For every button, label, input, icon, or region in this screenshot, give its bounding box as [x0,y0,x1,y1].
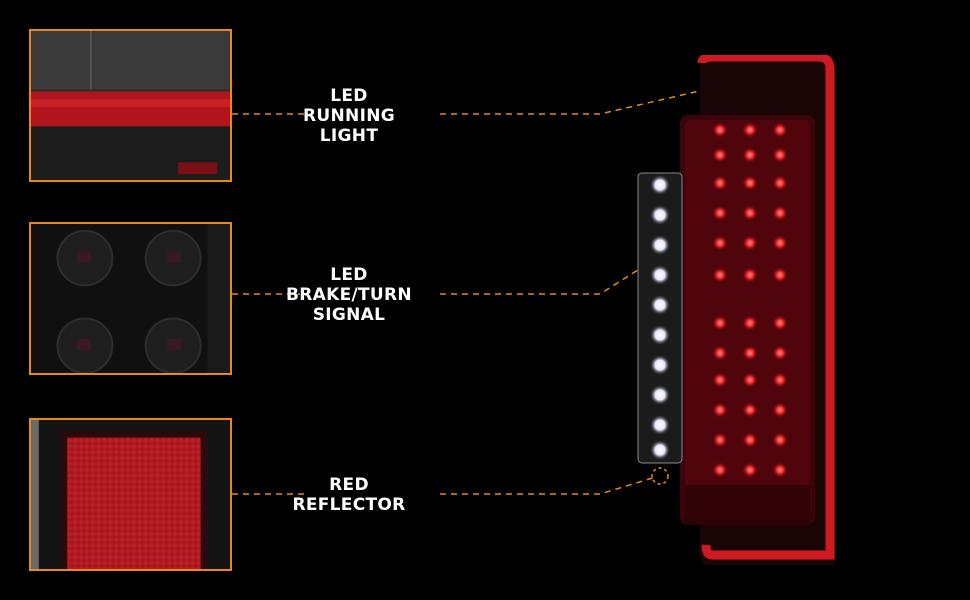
brake-turn-led-detail-icon [31,224,230,373]
tail-lamp-illustration-icon [637,55,835,565]
feature-label-brake-turn: LED BRAKE/TURN SIGNAL [249,265,449,325]
label-line: REFLECTOR [292,495,406,515]
red-reflector-detail-icon [31,420,230,569]
label-line: LED [330,86,368,106]
reflector-thumbnail [29,418,232,571]
label-line: BRAKE/TURN [286,285,412,305]
feature-label-reflector: RED REFLECTOR [249,475,449,515]
brake-turn-thumbnail [29,222,232,375]
running-light-detail-icon [31,31,230,180]
label-line: RED [329,475,369,495]
feature-label-running-light: LED RUNNING LIGHT [249,86,449,146]
label-line: LIGHT [319,126,379,146]
label-line: SIGNAL [312,305,386,325]
connector-reflector-right [440,476,657,495]
label-line: RUNNING [303,106,395,126]
label-line: LED [330,265,368,285]
running-light-thumbnail [29,29,232,182]
